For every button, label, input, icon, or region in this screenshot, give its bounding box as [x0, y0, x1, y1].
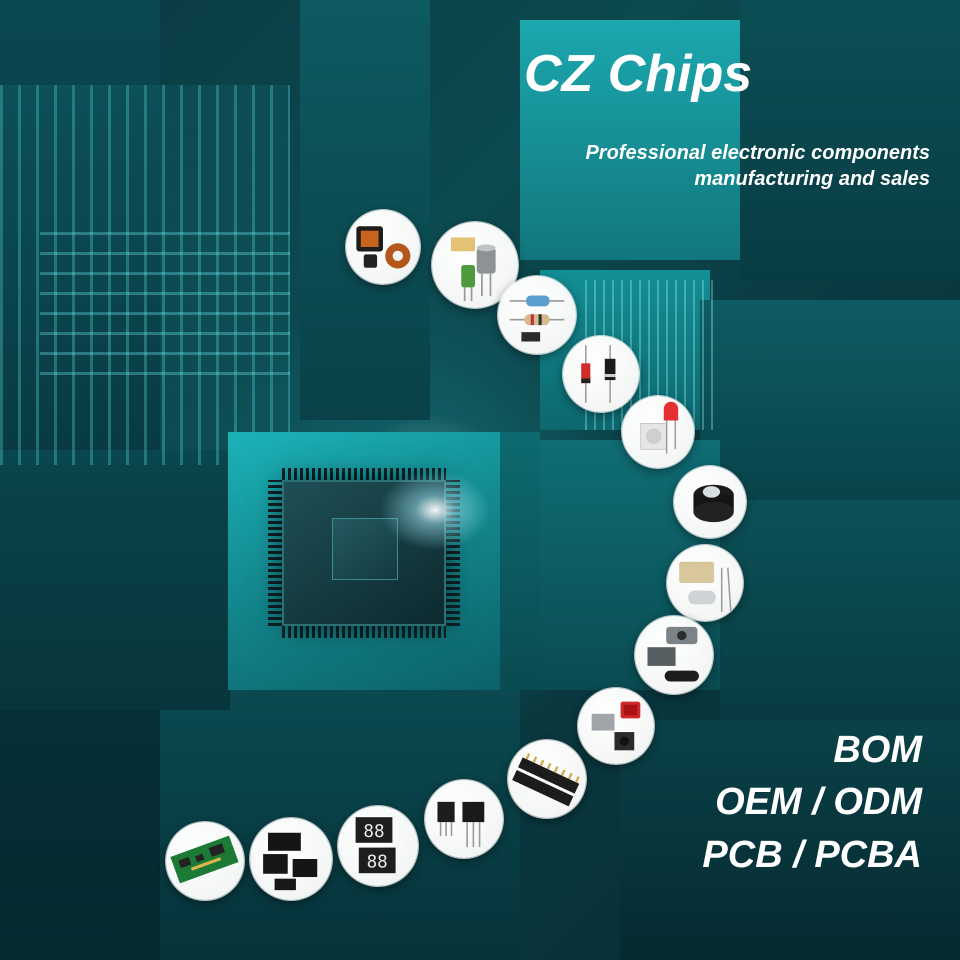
chip-pins: [268, 480, 282, 626]
tagline: Professional electronic components manuf…: [585, 140, 930, 192]
inductor-coil-icon: [346, 210, 420, 284]
light-flare: [380, 470, 490, 550]
circuit-traces: [40, 215, 290, 375]
svg-text:88: 88: [363, 822, 384, 842]
svg-text:88: 88: [367, 853, 388, 873]
diode-icon: [563, 336, 639, 412]
bg-block: [300, 0, 430, 420]
bg-block: [620, 720, 960, 960]
switch-icon: [578, 688, 654, 764]
bg-block: [720, 500, 960, 720]
crystal-oscillator-icon: [667, 545, 743, 621]
transistor-icon: [425, 780, 503, 858]
connector-icon: [635, 616, 713, 694]
service-item: BOM: [833, 729, 922, 771]
ic-package-icon: [250, 818, 332, 900]
led-icon: [622, 396, 694, 468]
seven-segment-display-icon: 88 88: [338, 806, 418, 886]
bg-block: [520, 20, 740, 260]
service-item: OEM / ODM: [715, 781, 922, 824]
services-list: BOM OEM / ODM PCB / PCBA: [702, 724, 922, 881]
resistor-icon: [498, 276, 576, 354]
pcb-board-icon: [166, 822, 244, 900]
bg-block: [700, 300, 960, 500]
brand-title: CZ Chips: [524, 45, 753, 103]
chip-pedestal-side: [500, 432, 540, 690]
tagline-line: Professional electronic components: [585, 142, 930, 164]
buzzer-icon: [674, 466, 746, 538]
pin-header-icon: [508, 740, 586, 818]
tagline-line: manufacturing and sales: [694, 168, 930, 190]
bg-block: [740, 0, 960, 280]
bg-block: [0, 450, 230, 710]
circuit-traces: [0, 85, 290, 465]
chip-pins: [282, 626, 446, 638]
service-item: PCB / PCBA: [702, 833, 922, 876]
